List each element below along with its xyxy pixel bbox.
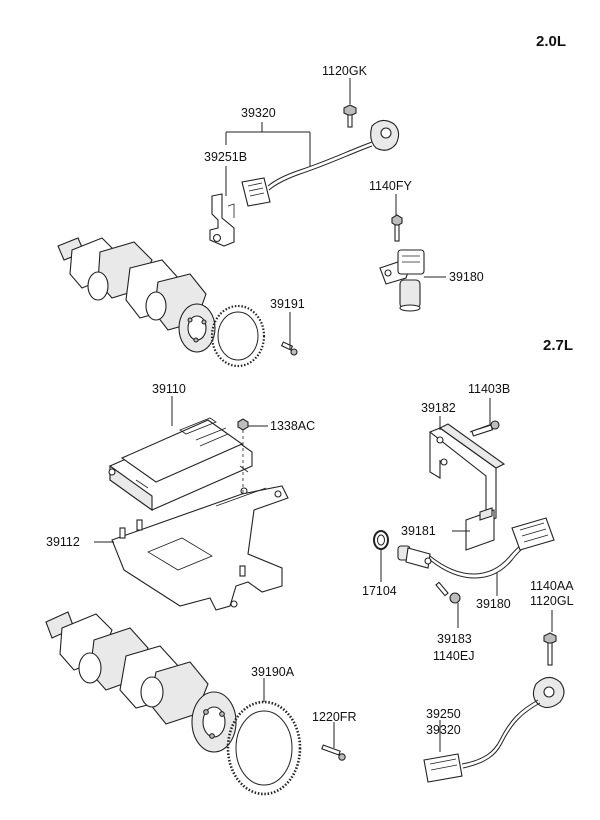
label-39320-27l: 39320 [426,723,461,737]
label-39182: 39182 [421,401,456,415]
bolt-1120gk [343,104,357,128]
cam-position-sensor-2-7l [397,517,555,579]
label-39180-27l: 39180 [476,597,511,611]
label-39250: 39250 [426,707,461,721]
label-39190a: 39190A [251,665,295,679]
label-39110: 39110 [152,382,186,396]
label-1140aa: 1140AA [530,579,574,593]
label-1120gl: 1120GL [530,594,574,608]
ecu-module [108,417,253,512]
bolt-1140fy [391,214,403,242]
label-39251b: 39251B [204,150,247,164]
section-header-2-0l: 2.0L [536,33,566,50]
label-39112: 39112 [46,535,80,549]
part-labels: 1120GK 39320 39251B 1140FY 39180 39191 3… [46,64,574,737]
label-39180: 39180 [449,270,484,284]
label-17104: 17104 [362,584,397,598]
knock-sensor-harness-2-0l [209,104,400,247]
section-header-2-7l: 2.7L [543,337,573,354]
crank-position-sensor-2-0l [379,214,425,312]
nut-1338ac [237,418,249,431]
reluctor-ring-2-0l [210,304,266,368]
knock-sensor-2-7l [423,632,565,783]
label-1140fy: 1140FY [369,179,413,193]
sensor-bracket-39181 [465,507,495,551]
sensor-bracket-39182 [428,423,506,523]
o-ring-17104 [373,530,389,550]
label-39181: 39181 [401,524,436,538]
label-1120gk: 1120GK [322,64,368,78]
bolt-1140aa [543,632,557,666]
label-1220fr: 1220FR [312,710,356,724]
bolt-11403b [469,420,500,437]
screw-39191 [280,341,298,356]
ecu-bracket [111,485,289,611]
label-39320: 39320 [241,106,276,120]
bolt-39183 [435,581,461,604]
label-39191: 39191 [270,297,305,311]
leader-lines [94,78,553,752]
crankshaft-2-0l [57,237,298,368]
label-1338ac: 1338AC [270,419,315,433]
reluctor-ring-2-7l [226,700,302,796]
screw-1220fr [321,744,346,761]
crankshaft-2-7l [45,611,346,796]
label-1140ej: 1140EJ [433,649,474,663]
label-11403b: 11403B [468,382,510,396]
label-39183: 39183 [437,632,472,646]
